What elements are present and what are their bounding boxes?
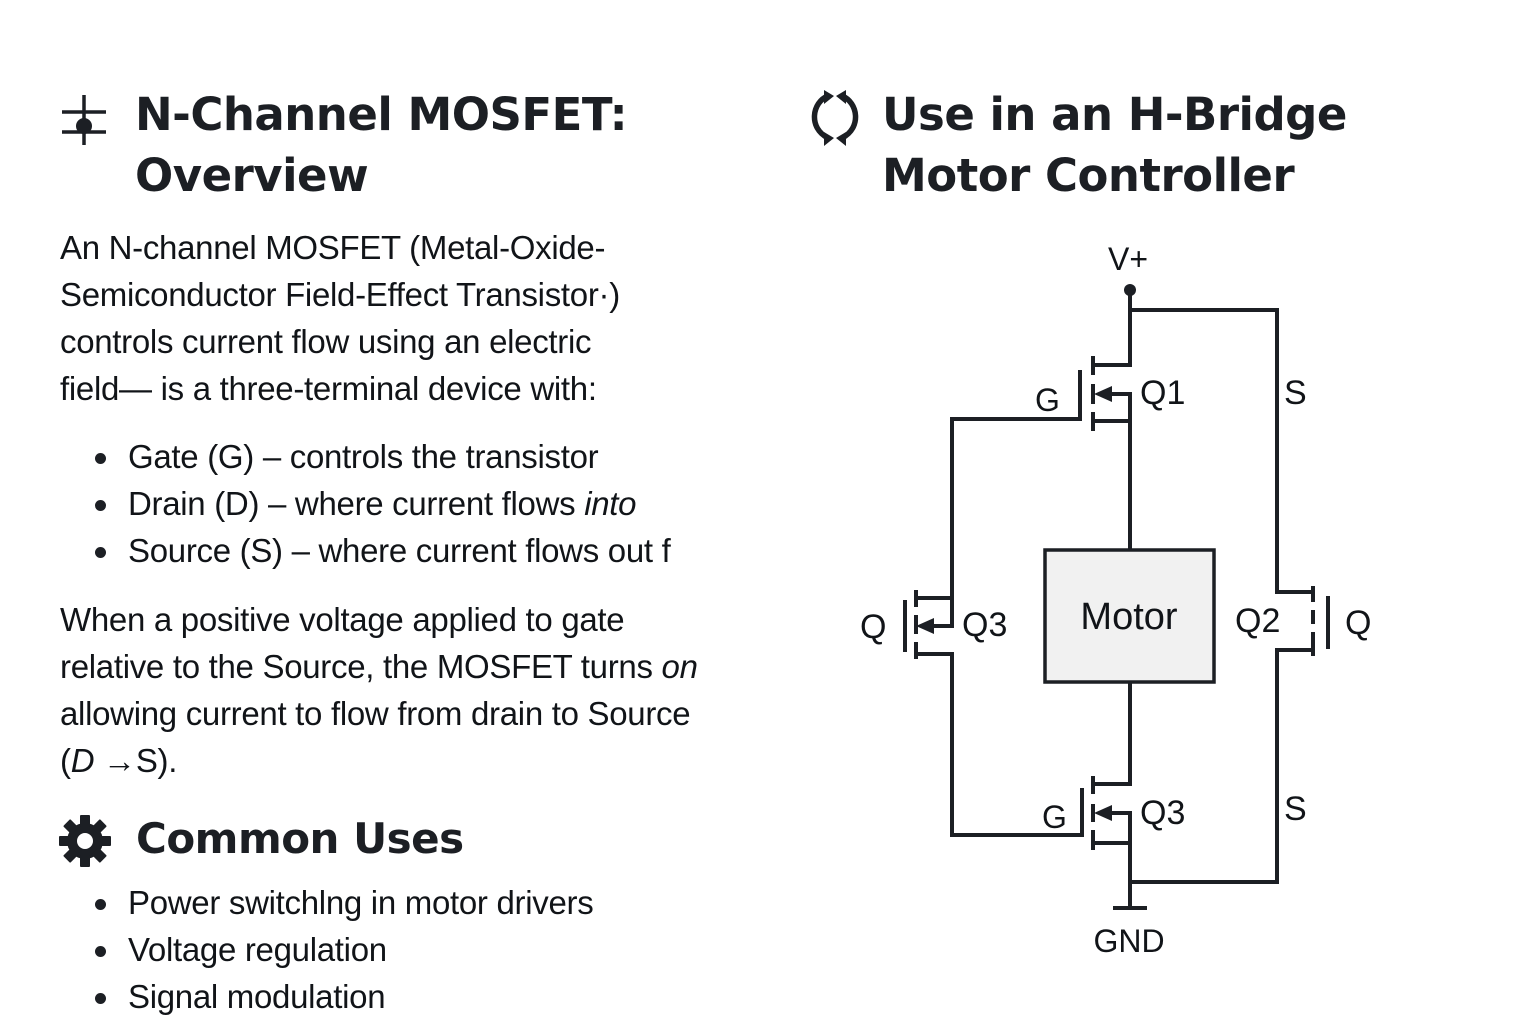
hbridge-title-line1: Use in an H-Bridge [882, 88, 1347, 141]
explain-emphasis: on [661, 648, 698, 685]
terminal-item-source: Source (S) – where current flows out f [60, 527, 671, 574]
left-q3-arrow [916, 618, 934, 634]
vplus-node [1124, 284, 1136, 296]
q1-arrow [1094, 386, 1112, 402]
bullet-dot [95, 899, 106, 910]
terminal-item-gate: Gate (G) – controls the transistor [60, 433, 671, 480]
uses-title: Common Uses [136, 814, 464, 863]
hbridge-section: Use in an H-Bridge Motor Controller [800, 0, 1536, 1024]
intro-paragraph: An N-channel MOSFET (Metal-Oxide- Semico… [60, 224, 620, 412]
intro-line: field— is a three-terminal device with: [60, 370, 597, 407]
use-item: Signal modulation [60, 973, 593, 1020]
intro-line: controls current flow using an electric [60, 323, 592, 360]
bullet-dot [95, 946, 106, 957]
bullet-dot [95, 993, 106, 1004]
drain-symbol: D [70, 742, 95, 779]
bottom-side-label: S [1284, 790, 1307, 828]
mosfet-symbol-icon [62, 95, 106, 145]
hbridge-title-line2: Motor Controller [882, 149, 1295, 202]
bottom-q3-label: Q3 [1140, 794, 1185, 832]
explain-line: When a positive voltage applied to gate [60, 596, 698, 643]
explain-line: allowing current to flow from drain to S… [60, 690, 698, 737]
q1-side-label: S [1284, 374, 1307, 412]
paren-close: ). [157, 742, 178, 779]
use-item: Power switchlng in motor drivers [60, 879, 594, 926]
bottom-gate-label: G [1042, 799, 1067, 835]
explain-text: allowing current to flow from drain to S… [60, 695, 691, 732]
explain-text: When a positive voltage applied to gate [60, 601, 625, 638]
mosfet-q1 [1078, 356, 1132, 552]
bullet-dot [95, 453, 106, 464]
motor-label: Motor [1080, 596, 1177, 638]
gear-icon [59, 815, 111, 867]
uses-list: Power switchlng in motor drivers Voltage… [60, 879, 594, 1020]
use-text: Voltage regulation [128, 931, 387, 968]
q1-gate-label: G [1035, 382, 1060, 418]
explain-line: (D →S). [60, 737, 698, 784]
use-item: Voltage regulation [60, 926, 593, 973]
q1-label: Q1 [1140, 374, 1185, 412]
uses-section: Common Uses Power switchlng in motor dri… [0, 800, 800, 1024]
mosfet-right-q2 [1275, 586, 1330, 884]
overview-title-line2: Overview [135, 149, 369, 202]
explain-paragraph: When a positive voltage applied to gate … [60, 596, 698, 784]
intro-line: An N-channel MOSFET (Metal-Oxide- [60, 229, 606, 266]
terminal-emphasis: into [584, 485, 637, 522]
hbridge-title: Use in an H-Bridge Motor Controller [882, 84, 1347, 206]
bullet-dot [95, 547, 106, 558]
right-outer-label: Q [1345, 604, 1371, 642]
left-outer-label: Q [860, 608, 886, 646]
motor-box [1043, 548, 1216, 684]
mosfet-left-q3 [903, 590, 954, 837]
terminal-list: Gate (G) – controls the transistor Drain… [60, 433, 671, 574]
arrow-symbol: → [103, 742, 136, 779]
bottom-q3-arrow [1094, 805, 1112, 821]
overview-title-line1: N-Channel MOSFET: [135, 88, 628, 141]
terminal-text: Gate (G) – controls the transistor [128, 438, 599, 475]
overview-title: N-Channel MOSFET: Overview [135, 84, 628, 206]
vplus-label: V+ [1108, 241, 1148, 277]
explain-text: relative to the Source, the MOSFET turns [60, 648, 662, 685]
mosfet-bottom-q3 [1080, 776, 1132, 910]
right-q2-label: Q2 [1235, 602, 1280, 640]
terminal-text: Source (S) – where current flows out f [128, 532, 671, 569]
bullet-dot [95, 500, 106, 511]
gnd-label: GND [1093, 923, 1164, 959]
terminal-item-drain: Drain (D) – where current flows into [60, 480, 671, 527]
left-q3-label: Q3 [962, 606, 1007, 644]
cycle-arrows-icon [811, 90, 859, 146]
paren-open: ( [60, 742, 71, 779]
terminal-text: Drain (D) – where current flows [128, 485, 585, 522]
intro-line: Semiconductor Field-Effect Transistor·) [60, 276, 620, 313]
use-text: Signal modulation [128, 978, 386, 1015]
overview-section: N-Channel MOSFET: Overview An N-channel … [60, 84, 698, 784]
explain-line: relative to the Source, the MOSFET turns… [60, 643, 698, 690]
source-symbol: S [135, 742, 158, 779]
use-text: Power switchlng in motor drivers [128, 884, 594, 921]
